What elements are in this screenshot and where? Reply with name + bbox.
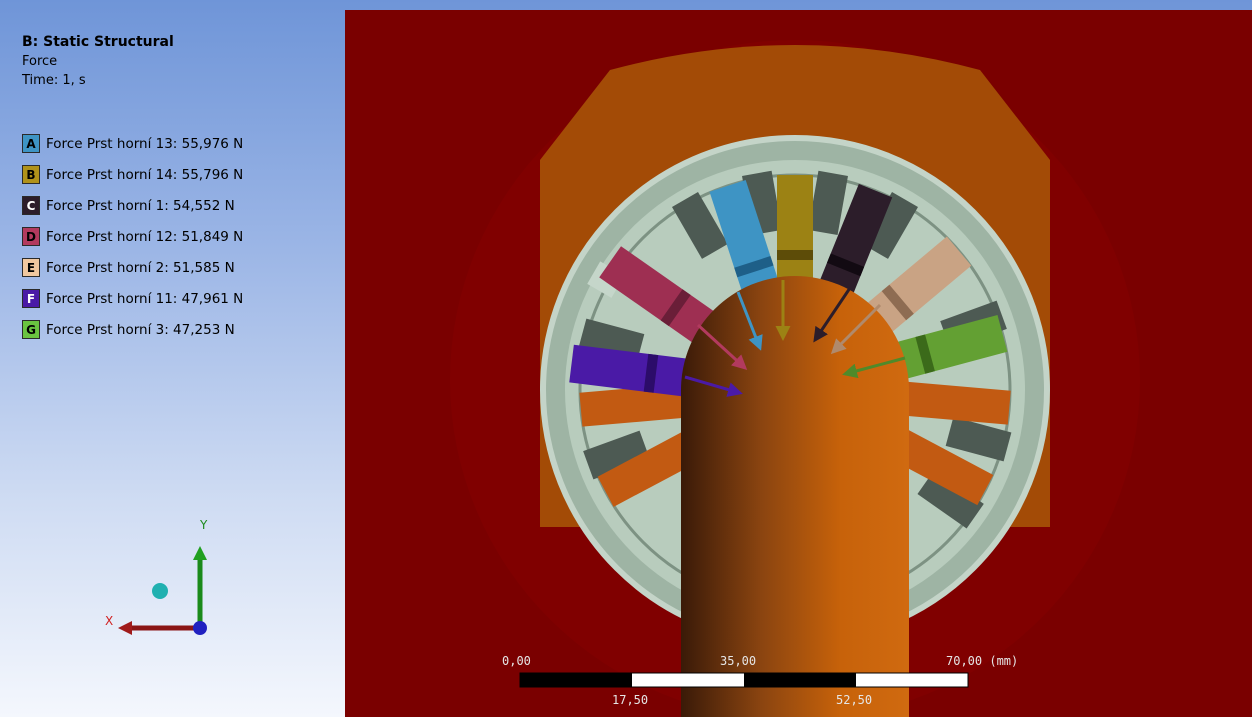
force-arrows bbox=[684, 280, 906, 397]
legend-letter-e: E bbox=[22, 258, 40, 277]
legend-item-f[interactable]: F Force Prst horní 11: 47,961 N bbox=[22, 288, 243, 309]
finger-F bbox=[569, 344, 713, 400]
legend-label-c: Force Prst horní 1: 54,552 N bbox=[46, 197, 235, 214]
scale-label-17-5: 17,50 bbox=[612, 693, 649, 707]
legend-letter-g: G bbox=[22, 320, 40, 339]
scale-label-70: 70,00 (mm) bbox=[946, 654, 1019, 668]
force-arrow-D bbox=[696, 323, 748, 371]
time-value: Time: 1, s bbox=[22, 73, 86, 88]
triad-x-label: X bbox=[105, 614, 114, 628]
legend-item-c[interactable]: C Force Prst horní 1: 54,552 N bbox=[22, 195, 243, 216]
scale-label-0: 0,00 bbox=[502, 654, 531, 668]
result-name: Force bbox=[22, 54, 58, 69]
force-arrow-C bbox=[813, 284, 854, 343]
legend-label-g: Force Prst horní 3: 47,253 N bbox=[46, 321, 235, 338]
legend-label-d: Force Prst horní 12: 51,849 N bbox=[46, 228, 244, 245]
force-arrow-E bbox=[830, 303, 882, 355]
legend-letter-c: C bbox=[22, 196, 40, 215]
legend-item-g[interactable]: G Force Prst horní 3: 47,253 N bbox=[22, 319, 243, 340]
legend-label-e: Force Prst horní 2: 51,585 N bbox=[46, 259, 235, 276]
scale-label-35: 35,00 bbox=[720, 654, 757, 668]
triad-iso-ball[interactable] bbox=[152, 583, 168, 599]
legend-item-b[interactable]: B Force Prst horní 14: 55,796 N bbox=[22, 164, 243, 185]
coordinate-triad bbox=[118, 546, 207, 635]
legend-letter-a: A bbox=[22, 134, 40, 153]
result-info: B: Static Structural Force Time: 1, s bbox=[22, 34, 174, 88]
scale-bar bbox=[519, 672, 969, 688]
legend-letter-b: B bbox=[22, 165, 40, 184]
legend-letter-f: F bbox=[22, 289, 40, 308]
legend-item-a[interactable]: A Force Prst horní 13: 55,976 N bbox=[22, 133, 243, 154]
scale-label-52-5: 52,50 bbox=[836, 693, 873, 707]
triad-y-label: Y bbox=[200, 518, 208, 532]
legend-letter-d: D bbox=[22, 227, 40, 246]
legend-label-f: Force Prst horní 11: 47,961 N bbox=[46, 290, 244, 307]
force-arrow-A bbox=[736, 291, 763, 351]
force-legend: A Force Prst horní 13: 55,976 N B Force … bbox=[22, 133, 243, 350]
legend-item-e[interactable]: E Force Prst horní 2: 51,585 N bbox=[22, 257, 243, 278]
force-arrow-G bbox=[842, 356, 906, 379]
analysis-title: B: Static Structural bbox=[22, 34, 174, 50]
legend-item-d[interactable]: D Force Prst horní 12: 51,849 N bbox=[22, 226, 243, 247]
legend-label-a: Force Prst horní 13: 55,976 N bbox=[46, 135, 244, 152]
legend-label-b: Force Prst horní 14: 55,796 N bbox=[46, 166, 244, 183]
finger-B bbox=[777, 175, 813, 305]
force-arrow-F bbox=[684, 375, 743, 397]
